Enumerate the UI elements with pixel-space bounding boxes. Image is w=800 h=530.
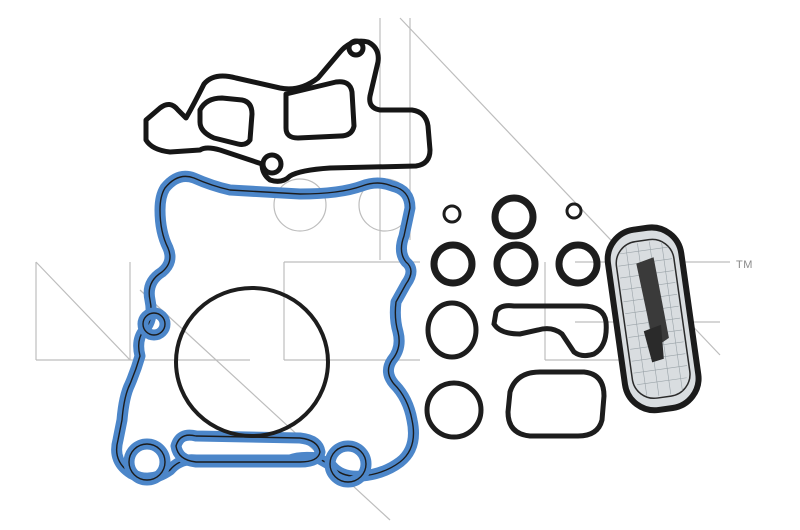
top-black-gasket (143, 38, 433, 184)
strainer-screen (604, 224, 702, 414)
large-blue-cover-gasket (111, 170, 419, 488)
medium-o-ring-top (491, 194, 537, 240)
lower-o-ring (424, 380, 484, 440)
small-o-ring-left (442, 204, 462, 224)
medium-o-ring-left (430, 241, 476, 287)
watermark-circle-1 (273, 178, 327, 232)
medium-o-ring-right (555, 241, 601, 287)
trademark-mark: TM (736, 259, 753, 271)
rounded-square-seal (505, 369, 607, 439)
oval-seal (425, 300, 479, 360)
race-track-seal (491, 303, 609, 359)
watermark-letter-n-diag (35, 261, 131, 361)
medium-o-ring-center (493, 241, 539, 287)
small-o-ring-right (565, 202, 583, 220)
large-o-ring (174, 286, 330, 438)
